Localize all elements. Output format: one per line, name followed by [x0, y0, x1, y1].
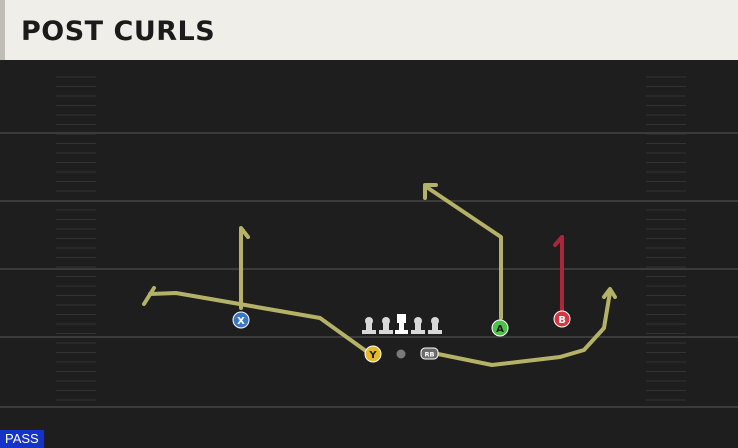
player-b[interactable]: B	[553, 310, 571, 328]
play-type-badge: PASS	[0, 430, 44, 448]
quarterback-marker	[396, 349, 406, 359]
play-field: X Y A B RB	[0, 60, 738, 448]
player-a[interactable]: A	[491, 319, 509, 337]
play-title: POST CURLS	[21, 16, 216, 47]
route-rb-arrow	[602, 287, 617, 299]
lineman-center	[395, 314, 408, 334]
lineman-left-tackle	[362, 317, 376, 334]
lineman-right-tackle	[428, 317, 442, 334]
player-rb[interactable]: RB	[420, 347, 439, 360]
play-header: POST CURLS	[0, 0, 738, 60]
hash-marks-left	[56, 74, 96, 406]
player-y-label: Y	[368, 350, 377, 361]
lineman-left-guard	[379, 317, 393, 334]
route-a	[426, 186, 503, 320]
lineman-right-guard	[411, 317, 425, 334]
player-x-label: X	[237, 316, 245, 327]
header-accent	[0, 0, 5, 60]
player-a-label: A	[496, 324, 504, 335]
player-x[interactable]: X	[232, 311, 250, 329]
route-y	[148, 291, 368, 353]
player-y[interactable]: Y	[364, 345, 382, 363]
route-rb	[436, 290, 612, 367]
field-surface	[0, 60, 738, 448]
offensive-line	[362, 314, 442, 334]
hash-marks-right	[646, 74, 686, 406]
route-a-arrow	[423, 183, 438, 200]
player-rb-label: RB	[425, 351, 435, 359]
route-y-arrow	[142, 286, 156, 306]
route-x	[239, 226, 250, 310]
yard-lines	[0, 132, 738, 408]
route-b	[553, 235, 564, 314]
player-b-label: B	[558, 315, 566, 326]
